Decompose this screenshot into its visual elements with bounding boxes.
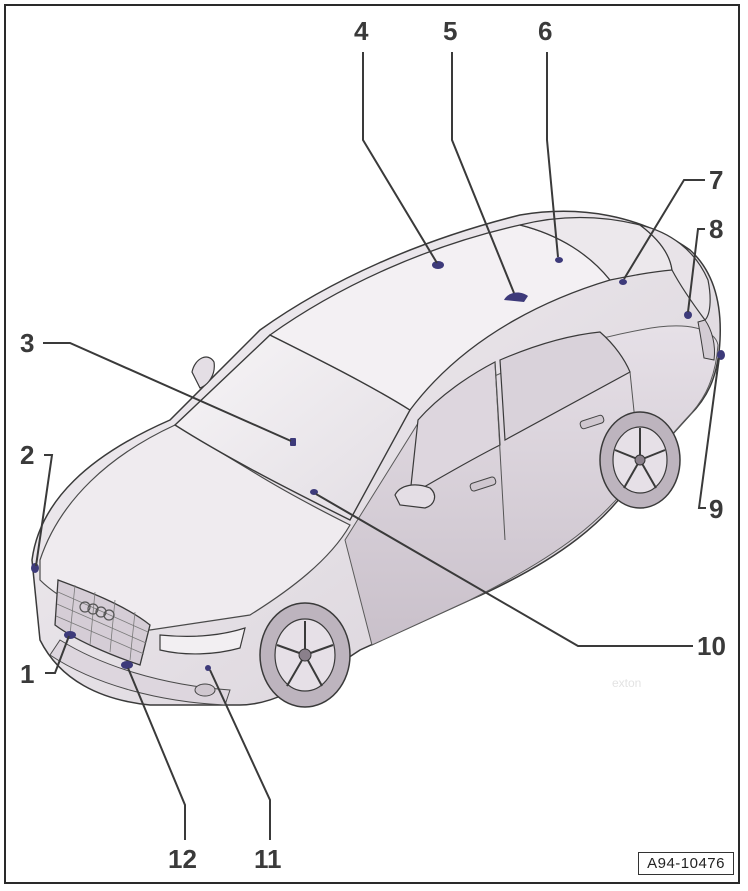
car-door-handle-rear bbox=[579, 414, 605, 430]
leader-line-11 bbox=[209, 669, 271, 840]
marker-12 bbox=[121, 661, 133, 669]
callout-11: 11 bbox=[254, 844, 282, 874]
car-door-line-front bbox=[494, 361, 506, 541]
marker-4 bbox=[432, 261, 444, 269]
marker-7 bbox=[619, 279, 627, 285]
callout-2: 2 bbox=[20, 440, 35, 470]
car-rear-wheel bbox=[599, 411, 681, 509]
watermark: exton bbox=[612, 676, 642, 690]
marker-10 bbox=[310, 489, 318, 495]
callout-9: 9 bbox=[709, 494, 724, 524]
marker-11 bbox=[205, 665, 211, 671]
marker-6 bbox=[555, 257, 563, 263]
car-rear-side-window bbox=[499, 331, 631, 441]
leader-line-2 bbox=[35, 454, 54, 567]
car-fog-light bbox=[194, 683, 216, 697]
callout-6: 6 bbox=[538, 16, 553, 46]
car-logo-rings bbox=[79, 601, 115, 621]
leader-lines bbox=[35, 52, 720, 840]
car-rear-light bbox=[697, 319, 715, 361]
car-front-wheel bbox=[259, 602, 351, 708]
leader-line-7 bbox=[623, 179, 705, 280]
leader-line-10 bbox=[315, 493, 693, 647]
leader-line-8 bbox=[687, 228, 705, 313]
callout-10: 10 bbox=[697, 631, 726, 661]
car-side-mirror-left bbox=[191, 356, 215, 389]
leader-line-4 bbox=[362, 52, 438, 264]
callout-7: 7 bbox=[709, 165, 724, 195]
callout-4: 4 bbox=[354, 16, 369, 46]
reference-code: A94-10476 bbox=[638, 852, 734, 875]
car-side-mirror-right bbox=[394, 484, 436, 509]
car-headlight bbox=[159, 627, 246, 655]
callout-3: 3 bbox=[20, 328, 35, 358]
leader-line-3 bbox=[43, 342, 292, 442]
leader-line-5 bbox=[451, 52, 515, 294]
marker-9 bbox=[717, 350, 725, 360]
car-body bbox=[31, 210, 721, 706]
leader-line-6 bbox=[546, 52, 559, 258]
marker-1 bbox=[64, 631, 76, 639]
marker-2 bbox=[31, 563, 39, 573]
callout-12: 12 bbox=[168, 844, 197, 874]
component-markers bbox=[31, 257, 725, 671]
callout-5: 5 bbox=[443, 16, 458, 46]
car-door-handle-front bbox=[469, 476, 497, 492]
marker-8 bbox=[684, 311, 692, 319]
leader-line-1 bbox=[45, 635, 70, 674]
leader-line-12 bbox=[127, 667, 186, 840]
marker-5 bbox=[504, 292, 528, 302]
callout-8: 8 bbox=[709, 214, 724, 244]
callout-1: 1 bbox=[20, 659, 35, 689]
car-front-bumper bbox=[49, 639, 231, 706]
marker-3 bbox=[290, 438, 296, 446]
leader-line-9 bbox=[697, 357, 720, 509]
